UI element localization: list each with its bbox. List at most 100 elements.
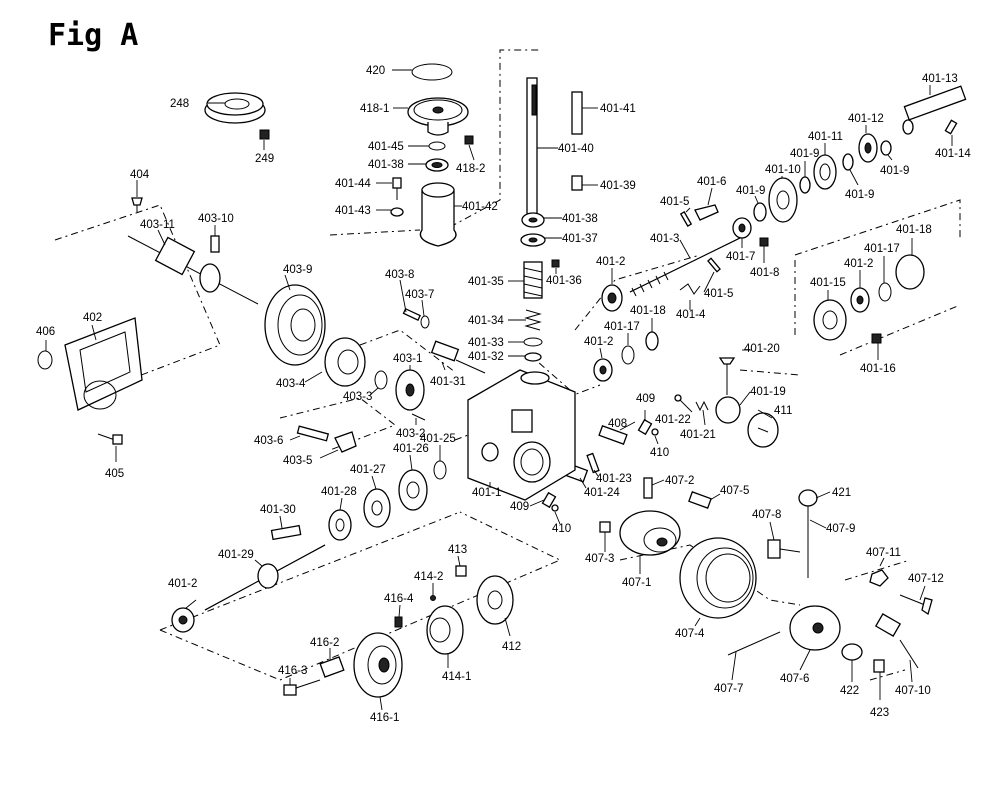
part-420-ring (411, 63, 453, 81)
part-407-1-carrier (619, 510, 681, 556)
part-403-2-screw (411, 413, 426, 421)
part-401-41-key (571, 91, 583, 135)
label-248: 248 (170, 98, 189, 110)
label-403-2: 403-2 (396, 428, 425, 440)
label-401-13: 401-13 (922, 73, 958, 85)
label-414-2: 414-2 (414, 571, 443, 583)
label-407-12: 407-12 (908, 573, 944, 585)
part-407-12-handle (899, 594, 933, 616)
label-403-9: 403-9 (283, 264, 312, 276)
label-401-26: 401-26 (393, 443, 429, 455)
label-407-4: 407-4 (675, 628, 705, 640)
part-401-38-bearing (425, 158, 449, 172)
part-401-7-nut (732, 217, 752, 239)
part-414-1-bevel-gear (426, 605, 464, 655)
part-401-6-fork (694, 204, 719, 221)
part-422-washer (841, 643, 863, 661)
label-407-8: 407-8 (752, 509, 781, 521)
label-403-11: 403-11 (140, 219, 175, 231)
part-401-10-gear (768, 177, 798, 223)
label-401-2-c: 401-2 (844, 258, 873, 270)
part-401-8-screw (759, 237, 769, 247)
label-401-39: 401-39 (600, 180, 636, 192)
part-401-33-ring (523, 337, 543, 347)
part-407-4-ring (679, 537, 757, 619)
part-405-screw (97, 433, 123, 445)
label-401-2-a: 401-2 (596, 256, 625, 268)
part-407-5-bushing (688, 491, 712, 509)
label-401-40: 401-40 (558, 143, 594, 155)
part-403-5-fork (334, 431, 357, 453)
label-409-b: 409 (510, 501, 529, 513)
label-401-2-d: 401-2 (168, 578, 197, 590)
label-401-15: 401-15 (810, 277, 846, 289)
label-413: 413 (448, 544, 467, 556)
label-401-29: 401-29 (218, 549, 254, 561)
label-407-10: 407-10 (895, 685, 931, 697)
label-401-10: 401-10 (765, 164, 801, 176)
part-401-9-washers (753, 140, 892, 222)
label-404: 404 (130, 169, 150, 181)
part-403-9-gear (264, 284, 326, 366)
label-401-16: 401-16 (860, 363, 896, 375)
label-401-2-b: 401-2 (584, 336, 613, 348)
part-401-22-ball (674, 394, 682, 402)
part-401-12-gear (858, 133, 878, 163)
part-401-21-spring (695, 400, 709, 412)
label-416-2: 416-2 (310, 637, 339, 649)
part-401-40-shaft (526, 77, 538, 219)
label-401-37: 401-37 (562, 233, 598, 245)
part-401-14-key (944, 119, 958, 135)
label-422: 422 (840, 685, 859, 697)
figure-title: Fig A (48, 18, 139, 53)
part-418-1-handwheel (407, 97, 469, 136)
part-401-29-worm-shaft (204, 544, 326, 611)
label-401-12: 401-12 (848, 113, 884, 125)
part-403-11-shaft (127, 235, 259, 305)
part-401-32-washer (524, 352, 542, 362)
part-407-3-screw (599, 521, 611, 533)
part-401-26-gear (398, 469, 428, 511)
part-403-6-pin (296, 425, 330, 442)
label-410-b: 410 (552, 523, 571, 535)
part-416-1-handwheel (353, 632, 403, 698)
label-249: 249 (255, 153, 274, 165)
label-401-5-a: 401-5 (660, 196, 689, 208)
part-414-2-pin (430, 595, 436, 601)
part-401-30-key (270, 524, 302, 541)
part-401-5-pins (679, 211, 721, 273)
label-401-14: 401-14 (935, 148, 971, 160)
part-labels: 248 249 420 418-1 418-2 401-45 401-38 40… (36, 65, 971, 724)
label-401-4: 401-4 (676, 309, 706, 321)
label-401-5-b: 401-5 (704, 288, 733, 300)
label-403-6: 403-6 (254, 435, 283, 447)
part-407-10-lever (874, 613, 919, 669)
part-402-cover (64, 317, 143, 411)
part-401-28-gear (328, 509, 352, 541)
label-401-34: 401-34 (468, 315, 504, 327)
part-401-11-gear (813, 154, 837, 190)
label-401-9-b: 401-9 (845, 189, 874, 201)
label-401-24: 401-24 (584, 487, 620, 499)
label-401-38: 401-38 (368, 159, 404, 171)
part-401-45-ring (428, 141, 446, 151)
label-414-1: 414-1 (442, 671, 471, 683)
part-407-11-nut (869, 569, 889, 587)
label-401-7: 401-7 (726, 251, 755, 263)
label-401-9-a: 401-9 (790, 148, 819, 160)
part-410-pins (551, 428, 659, 512)
part-401-23-pin (586, 452, 600, 474)
part-403-1-plate (395, 369, 425, 411)
part-401-4-spring (679, 283, 701, 295)
label-401-41: 401-41 (600, 103, 636, 115)
part-403-10-pin (210, 235, 220, 253)
label-401-45: 401-45 (368, 141, 404, 153)
part-416-3-bolt (283, 679, 321, 696)
label-401-22: 401-22 (655, 414, 691, 426)
part-401-13-shaft (902, 85, 967, 135)
part-401-35-worm (523, 261, 543, 299)
part-407-8-bolt (767, 539, 801, 559)
label-416-4: 416-4 (384, 593, 414, 605)
label-403-10: 403-10 (198, 213, 234, 225)
